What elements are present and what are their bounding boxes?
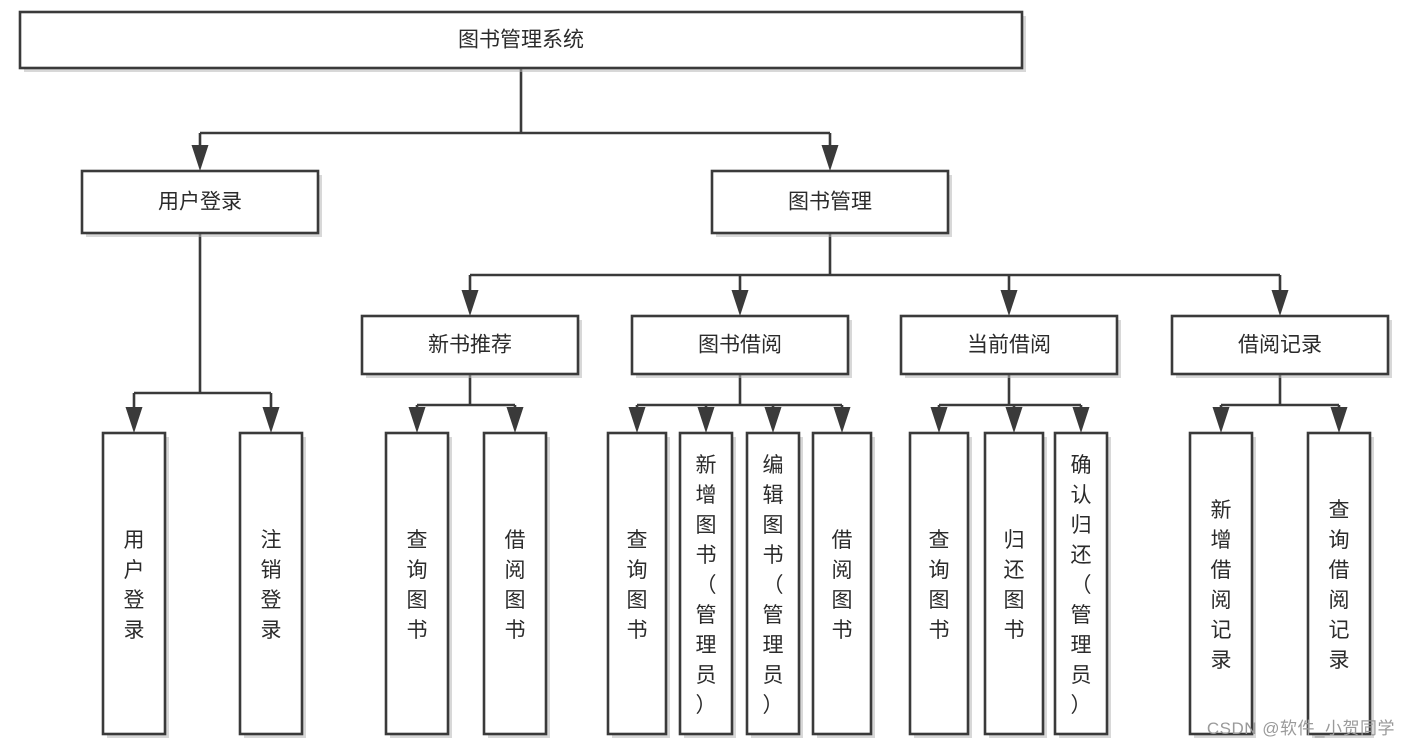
node-label: 注销登录 (261, 529, 282, 642)
arrow-head-leaf-query-book-3 (930, 407, 948, 433)
node-leaf-add-record[interactable]: 新增借阅记录 (1188, 431, 1256, 738)
arrow-head-leaf-query-book-1 (408, 407, 426, 433)
node-box (482, 431, 548, 736)
arrow-head-leaf-query-record (1330, 407, 1348, 433)
node-box (360, 314, 580, 376)
node-box (899, 314, 1119, 376)
node-box (80, 169, 320, 235)
node-root[interactable]: 图书管理系统 (18, 10, 1026, 72)
connector-layer (125, 68, 1348, 433)
node-label: 查询图书 (929, 529, 950, 642)
arrow-head-leaf-borrow-book-1 (506, 407, 524, 433)
node-label: 查询图书 (407, 529, 428, 642)
node-box (606, 431, 668, 736)
node-leaf-query-record[interactable]: 查询借阅记录 (1306, 431, 1374, 738)
node-leaf-logout[interactable]: 注销登录 (238, 431, 306, 738)
connector-group-current-borrow (930, 374, 1090, 433)
node-new-book-rec[interactable]: 新书推荐 (360, 314, 582, 378)
arrow-head-leaf-add-book (697, 407, 715, 433)
connector-group-borrow-record (1212, 374, 1348, 433)
node-leaf-return-book[interactable]: 归还图书 (983, 431, 1047, 738)
node-box (630, 314, 850, 376)
node-label: 图书借阅 (698, 334, 782, 357)
node-leaf-query-book-2[interactable]: 查询图书 (606, 431, 670, 738)
node-box (1170, 314, 1390, 376)
arrow-head-user-login (191, 145, 209, 171)
node-label: 借阅图书 (505, 529, 526, 642)
arrow-head-book-borrow (731, 290, 749, 316)
node-label: 归还图书 (1004, 529, 1025, 642)
node-borrow-record[interactable]: 借阅记录 (1170, 314, 1392, 378)
node-label: 用户登录 (158, 191, 242, 214)
node-box (1188, 431, 1254, 736)
node-label: 查询图书 (627, 529, 648, 642)
node-leaf-confirm-return[interactable]: 确认归还（管理员） (1053, 431, 1111, 738)
arrow-head-current-borrow (1000, 290, 1018, 316)
arrow-head-book-manage (821, 145, 839, 171)
arrow-head-leaf-user-login (125, 407, 143, 433)
arrow-head-leaf-add-record (1212, 407, 1230, 433)
arrow-head-leaf-return-book (1005, 407, 1023, 433)
arrow-head-borrow-record (1271, 290, 1289, 316)
node-box (1306, 431, 1372, 736)
node-box (384, 431, 450, 736)
node-leaf-query-book-3[interactable]: 查询图书 (908, 431, 972, 738)
node-leaf-borrow-book-1[interactable]: 借阅图书 (482, 431, 550, 738)
connector-group-book-manage (461, 233, 1289, 316)
node-leaf-query-book-1[interactable]: 查询图书 (384, 431, 452, 738)
node-box (18, 10, 1024, 70)
node-label: 图书管理 (788, 191, 872, 214)
node-box (678, 431, 734, 736)
arrow-head-leaf-query-book-2 (628, 407, 646, 433)
connector-group-root (191, 68, 839, 171)
node-box (983, 431, 1045, 736)
watermark-text: CSDN @软件_小贺同学 (1206, 719, 1395, 738)
node-label: 借阅记录 (1238, 334, 1322, 357)
node-label: 新增图书（管理员） (696, 454, 717, 717)
node-book-manage[interactable]: 图书管理 (710, 169, 952, 237)
node-book-borrow[interactable]: 图书借阅 (630, 314, 852, 378)
node-leaf-edit-book[interactable]: 编辑图书（管理员） (745, 431, 803, 738)
node-layer: 图书管理系统用户登录图书管理新书推荐图书借阅当前借阅借阅记录用户登录注销登录查询… (18, 10, 1392, 738)
node-label: 用户登录 (124, 529, 145, 642)
node-box (101, 431, 167, 736)
connector-group-new-book-rec (408, 374, 524, 433)
arrow-head-leaf-edit-book (764, 407, 782, 433)
node-leaf-borrow-book-2[interactable]: 借阅图书 (811, 431, 875, 738)
arrow-head-leaf-borrow-book-2 (833, 407, 851, 433)
node-leaf-user-login[interactable]: 用户登录 (101, 431, 169, 738)
node-box (745, 431, 801, 736)
node-label: 查询借阅记录 (1329, 499, 1350, 672)
node-label: 新增借阅记录 (1211, 499, 1232, 672)
node-box (1053, 431, 1109, 736)
node-user-login[interactable]: 用户登录 (80, 169, 322, 237)
connector-group-book-borrow (628, 374, 851, 433)
arrow-head-leaf-logout (262, 407, 280, 433)
node-label: 新书推荐 (428, 334, 512, 357)
arrow-head-new-book-rec (461, 290, 479, 316)
node-box (811, 431, 873, 736)
node-leaf-add-book[interactable]: 新增图书（管理员） (678, 431, 736, 738)
node-current-borrow[interactable]: 当前借阅 (899, 314, 1121, 378)
node-label: 确认归还（管理员） (1071, 454, 1092, 717)
node-label: 编辑图书（管理员） (763, 454, 784, 717)
node-box (908, 431, 970, 736)
node-label: 当前借阅 (967, 334, 1051, 357)
node-label: 借阅图书 (832, 529, 853, 642)
node-box (710, 169, 950, 235)
arrow-head-leaf-confirm-return (1072, 407, 1090, 433)
connector-group-user-login (125, 233, 280, 433)
node-box (238, 431, 304, 736)
node-label: 图书管理系统 (458, 29, 584, 52)
